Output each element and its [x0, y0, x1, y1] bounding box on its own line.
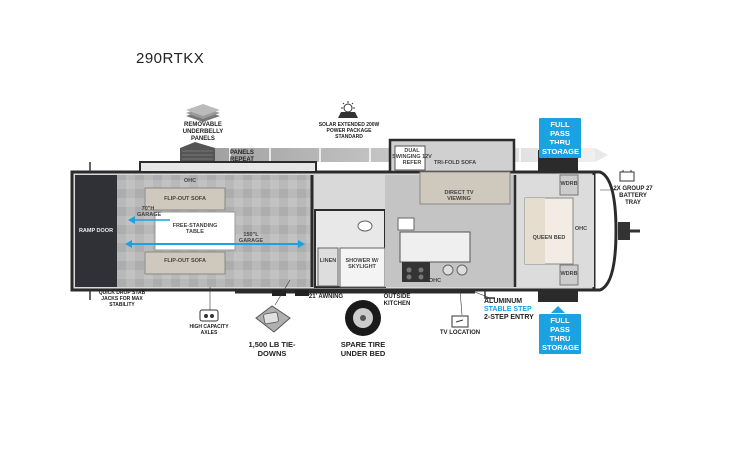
full-pass-thru-storage-bottom: FULL PASS THRU STORAGE	[539, 314, 581, 354]
flip-out-sofa-bottom-label: FLIP-OUT SOFA	[164, 258, 206, 264]
linen-label: LINEN	[319, 258, 337, 264]
ohc-top-label: OHC	[183, 178, 197, 184]
axle-tire	[272, 290, 286, 296]
entry-step-icon	[484, 290, 495, 299]
wardrobe-top	[559, 174, 579, 196]
high-capacity-axles-label: HIGH CAPACITY AXLES	[189, 324, 229, 336]
ramp-door-area	[75, 175, 117, 287]
ohc-bedroom-label: OHC	[574, 226, 588, 232]
removable-underbelly-label: REMOVABLE UNDERBELLY PANELS	[182, 122, 224, 142]
tri-fold-sofa-label: TRI-FOLD SOFA	[433, 160, 477, 166]
shower-label: SHOWER W/ SKYLIGHT	[345, 258, 379, 270]
stool	[456, 264, 468, 276]
stool	[442, 264, 454, 276]
spare-tire-icon	[345, 300, 381, 336]
panels-repeat-label: PANELS REPEAT	[230, 150, 254, 163]
flip-out-sofa-top-label: FLIP-OUT SOFA	[164, 196, 206, 202]
entry-step-callout: ALUMINUM STABLE STEP 2-STEP ENTRY	[484, 298, 540, 322]
solar-panel-icon	[338, 101, 358, 118]
linen-closet	[317, 247, 339, 287]
flip-out-sofa-bottom	[144, 251, 226, 275]
full-pass-thru-storage-top: FULL PASS THRU STORAGE	[539, 118, 581, 158]
arrow-up-icon	[551, 306, 565, 313]
tie-downs-label: 1,500 LB TIE-DOWNS	[248, 340, 296, 358]
garage-width-arrow	[128, 216, 170, 224]
entry-aluminum-label: ALUMINUM	[484, 298, 523, 305]
direct-tv-viewing-label: DIRECT TV VIEWING	[444, 190, 474, 202]
wardrobe-bottom	[559, 264, 579, 286]
axle-icon	[199, 309, 219, 322]
tv-icon	[451, 315, 469, 328]
free-standing-table-label: FREE-STANDING TABLE	[172, 223, 218, 235]
pass-thru-storage-bottom	[538, 290, 578, 302]
garage-height-label: 70"H GARAGE	[137, 206, 162, 218]
underbelly-panels-icon	[186, 104, 220, 122]
stab-jacks-label: QUICK DROP STAB JACKS FOR MAX STABILITY	[98, 290, 146, 308]
entry-stable-step-label: STABLE STEP	[484, 306, 532, 313]
solar-label: SOLAR EXTENDED 200W POWER PACKAGE STANDA…	[318, 122, 380, 140]
battery-icon	[619, 170, 635, 182]
garage-length-label: 150"L GARAGE	[238, 232, 264, 244]
ohc-bottom-label: OHC	[428, 278, 442, 284]
tie-down-icon	[255, 305, 291, 333]
tv-location-label: TV LOCATION	[439, 330, 481, 336]
ramp-door-label: RAMP DOOR	[78, 228, 114, 234]
wardrobe-bottom-label: WDRB	[560, 271, 578, 277]
tri-fold-sofa	[419, 171, 511, 205]
dual-refer-label: DUAL SWINGING 12V REFER	[392, 148, 432, 166]
toilet	[357, 220, 373, 232]
awning-label: 21' AWNING	[308, 294, 344, 300]
model-name: 290RTKX	[136, 50, 205, 67]
sink	[397, 217, 415, 231]
outside-kitchen-label: OUTSIDE KITCHEN	[383, 294, 411, 307]
battery-tray-label: 2X GROUP 27 BATTERY TRAY	[613, 186, 653, 206]
hitch-icon	[618, 222, 640, 240]
refrigerator	[394, 145, 426, 171]
arrow-down-icon	[551, 144, 565, 151]
garage-length-arrow	[125, 240, 305, 248]
wardrobe-top-label: WDRB	[560, 181, 578, 187]
spare-tire-label: SPARE TIRE UNDER BED	[340, 340, 386, 358]
entry-2step-label: 2-STEP ENTRY	[484, 314, 534, 321]
axle-tire	[295, 290, 309, 296]
kitchen-counter	[399, 231, 471, 263]
flip-out-sofa-top	[144, 187, 226, 211]
queen-bed-label: QUEEN BED	[532, 235, 566, 241]
